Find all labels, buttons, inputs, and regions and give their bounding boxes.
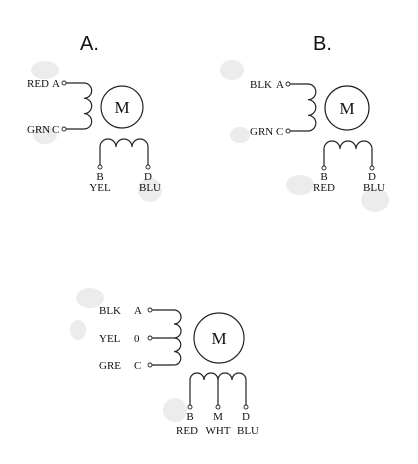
terminal-a-top bbox=[61, 80, 67, 86]
label-c-m-letter: M bbox=[213, 411, 223, 423]
coil-c-bottom-right bbox=[217, 372, 247, 405]
terminal-b-b bbox=[321, 165, 327, 171]
label-a-top-letter: A bbox=[52, 78, 60, 90]
label-c-mid-letter: 0 bbox=[134, 333, 140, 345]
motor-b bbox=[324, 85, 370, 131]
terminal-a-d bbox=[145, 164, 151, 170]
label-b-bottom-color: GRN bbox=[250, 126, 273, 138]
label-c-b-color: RED bbox=[176, 425, 198, 437]
motor-a-label: M bbox=[114, 98, 129, 117]
terminal-c-m bbox=[215, 404, 221, 410]
motor-b-label: M bbox=[339, 99, 354, 118]
label-c-top-color: BLK bbox=[99, 305, 121, 317]
coil-a-left bbox=[83, 82, 93, 130]
label-c-m-color: WHT bbox=[205, 425, 230, 437]
terminal-a-bottom bbox=[61, 126, 67, 132]
coil-b-left bbox=[307, 83, 317, 132]
label-b-top-color: BLK bbox=[250, 79, 272, 91]
label-c-bottom-letter: C bbox=[134, 360, 141, 372]
terminal-b-d bbox=[369, 165, 375, 171]
label-b-b-letter: B bbox=[320, 171, 327, 183]
coil-a-bottom bbox=[99, 138, 149, 165]
diagram-b: B. BLK A GRN C M B D RED BLU bbox=[250, 33, 385, 194]
coil-b-bottom bbox=[323, 140, 373, 166]
label-c-bottom-color: GRE bbox=[99, 360, 121, 372]
label-b-d-color: BLU bbox=[363, 182, 385, 194]
label-a-top-color: RED bbox=[27, 78, 49, 90]
background-shading bbox=[31, 60, 389, 422]
coil-c-bottom-left bbox=[189, 372, 219, 405]
label-b-top-letter: A bbox=[276, 79, 284, 91]
label-c-b-letter: B bbox=[186, 411, 193, 423]
motor-a bbox=[100, 85, 144, 129]
label-a-b-letter: B bbox=[96, 171, 103, 183]
label-c-d-letter: D bbox=[242, 411, 250, 423]
motor-c-label: M bbox=[211, 329, 226, 348]
label-a-bottom-color: GRN bbox=[27, 124, 50, 136]
label-b-bottom-letter: C bbox=[276, 126, 283, 138]
terminal-c-mid bbox=[147, 335, 153, 341]
label-a-d-color: BLU bbox=[139, 182, 161, 194]
label-c-top-letter: A bbox=[134, 305, 142, 317]
coil-c-left bbox=[173, 309, 182, 366]
terminal-c-top bbox=[147, 307, 153, 313]
diagram-b-heading: B. bbox=[313, 33, 332, 55]
diagram-a: A. RED A GRN C M B D YEL BLU bbox=[27, 33, 161, 194]
label-c-mid-color: YEL bbox=[99, 333, 121, 345]
diagram-a-heading: A. bbox=[80, 33, 99, 55]
terminal-a-b bbox=[97, 164, 103, 170]
label-a-bottom-letter: C bbox=[52, 124, 59, 136]
terminal-c-bottom bbox=[147, 362, 153, 368]
label-a-b-color: YEL bbox=[89, 182, 111, 194]
diagram-c: BLK A YEL 0 GRE C M B M D RED WHT BLU bbox=[99, 305, 259, 437]
terminal-c-d bbox=[243, 404, 249, 410]
label-c-d-color: BLU bbox=[237, 425, 259, 437]
label-b-b-color: RED bbox=[313, 182, 335, 194]
terminal-c-b bbox=[187, 404, 193, 410]
label-b-d-letter: D bbox=[368, 171, 376, 183]
motor-c bbox=[193, 312, 245, 364]
terminal-b-top bbox=[285, 81, 291, 87]
label-a-d-letter: D bbox=[144, 171, 152, 183]
terminal-b-bottom bbox=[285, 128, 291, 134]
